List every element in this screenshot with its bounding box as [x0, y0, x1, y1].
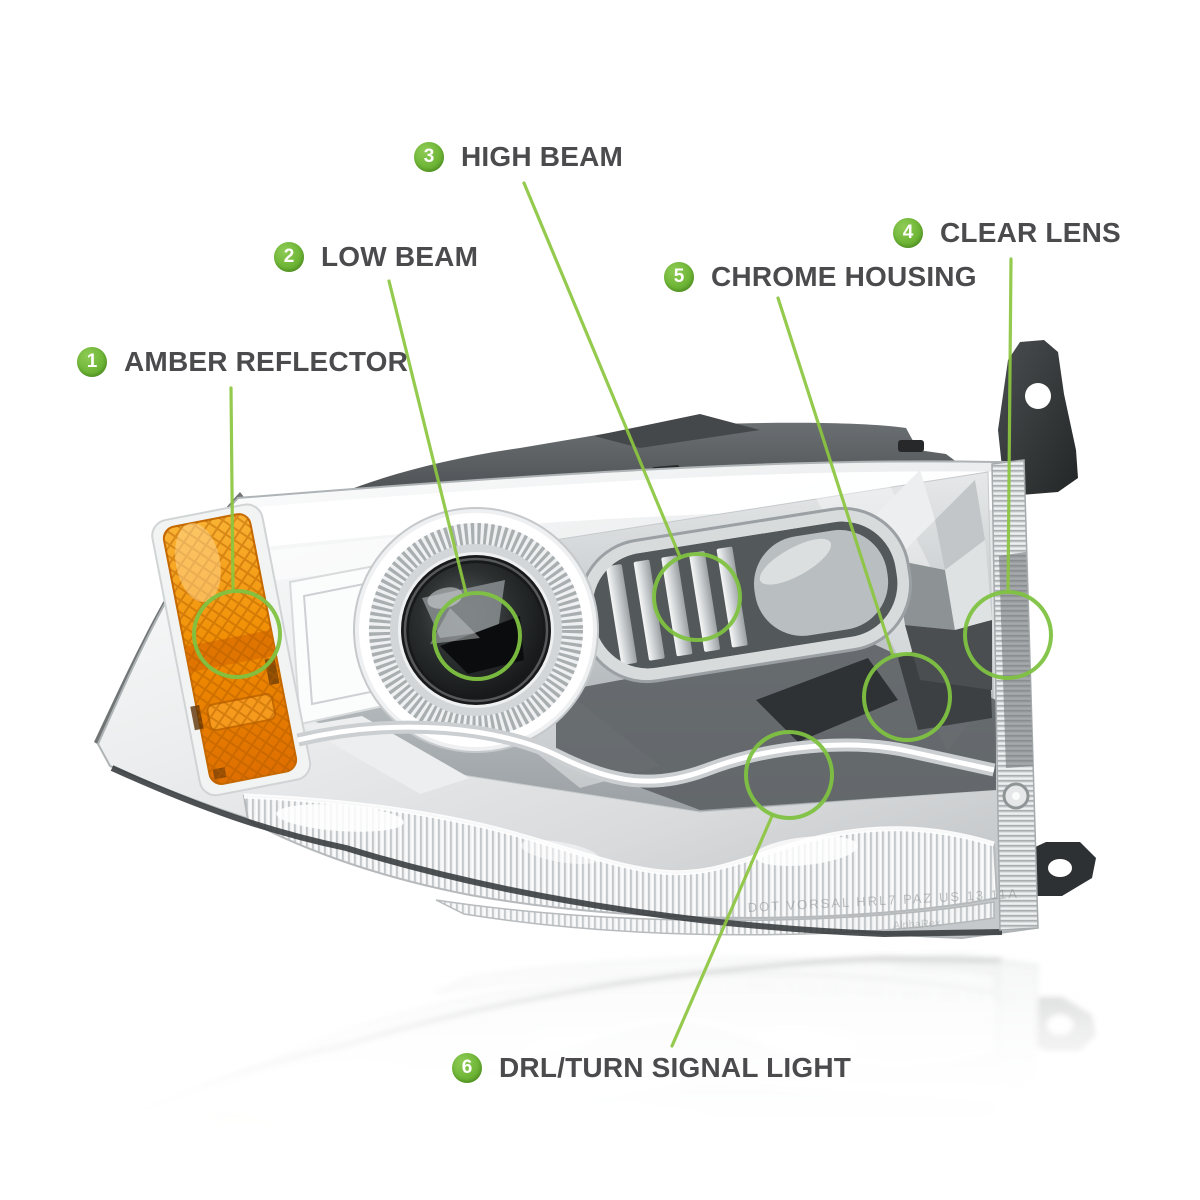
- callout-label-drl-turn-signal: DRL/TURN SIGNAL LIGHT: [499, 1052, 852, 1083]
- drl-turn-signal-bar: [242, 793, 999, 936]
- callout-line-1: [229, 386, 235, 592]
- knurled-ring: [369, 523, 583, 737]
- callout-clear-lens: 4 CLEAR LENS: [893, 217, 1121, 248]
- callout-label-high-beam: HIGH BEAM: [461, 141, 624, 172]
- callout-line-4: [1006, 257, 1013, 594]
- callout-line-6: [670, 814, 774, 1048]
- callout-label-clear-lens: CLEAR LENS: [940, 217, 1121, 248]
- callout-line-3: [522, 181, 682, 559]
- callout-line-2: [387, 279, 468, 595]
- callout-label-amber-reflector: AMBER REFLECTOR: [124, 346, 409, 377]
- cavity-dark-facet: [756, 658, 898, 742]
- callout-low-beam: 2 LOW BEAM: [274, 241, 479, 272]
- high-beam-slats: [606, 546, 748, 665]
- callout-label-chrome-housing: CHROME HOUSING: [711, 261, 977, 292]
- callout-circle-2: [432, 591, 522, 681]
- callout-number-badge-6: 6: [452, 1053, 482, 1083]
- callout-number-badge-2: 2: [274, 242, 304, 272]
- callout-high-beam: 3 HIGH BEAM: [414, 141, 624, 172]
- mounting-bracket-top: [998, 340, 1078, 496]
- high-beam-assembly: [577, 506, 913, 684]
- callout-amber-reflector: 1 AMBER REFLECTOR: [77, 346, 409, 377]
- callout-circle-1: [192, 589, 282, 679]
- callout-number-badge-4: 4: [893, 218, 923, 248]
- callout-number-badge-1: 1: [77, 347, 107, 377]
- reflector-facets: [870, 470, 992, 690]
- callout-graphics: [192, 181, 1053, 1048]
- amber-reflector: [151, 503, 312, 797]
- brand-marking-text: AlphaRex: [893, 917, 942, 932]
- callout-drl-turn-signal: 6 DRL/TURN SIGNAL LIGHT: [452, 1052, 852, 1083]
- clear-lens-strip: [991, 459, 1039, 931]
- callout-number-badge-5: 5: [664, 262, 694, 292]
- reflection-fade: [0, 946, 1200, 1200]
- bottom-edge: [110, 765, 1003, 938]
- callout-chrome-housing: 5 CHROME HOUSING: [664, 261, 977, 292]
- callout-line-5: [776, 296, 895, 658]
- headlight-artwork: DOT VORSAL HRL7 PAZ US 13 11A AlphaRex: [94, 340, 1096, 940]
- callout-label-low-beam: LOW BEAM: [321, 241, 479, 272]
- callout-circle-5: [862, 652, 952, 742]
- callout-circle-6: [744, 730, 834, 820]
- callout-number-badge-3: 3: [414, 142, 444, 172]
- low-beam-projector: [353, 507, 599, 753]
- callout-circle-3: [652, 552, 742, 642]
- callout-circle-4: [963, 590, 1053, 680]
